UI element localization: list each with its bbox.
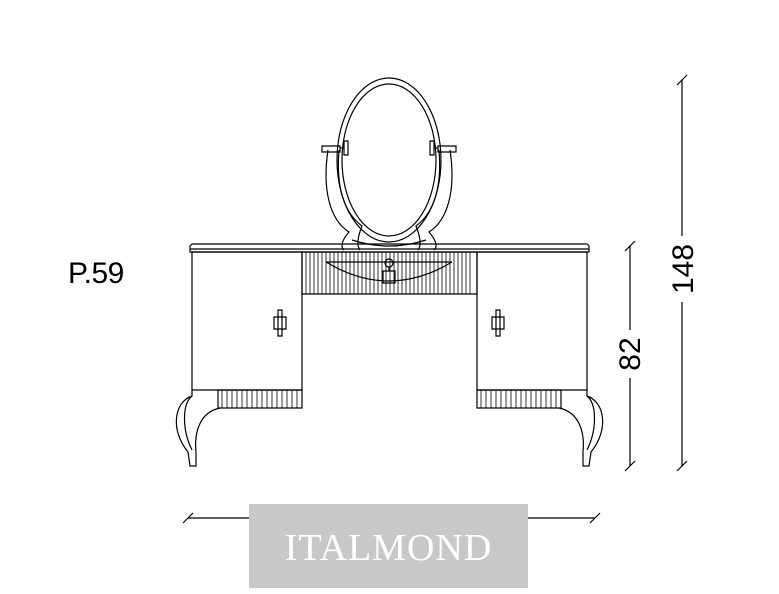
watermark-box: ITALMOND bbox=[249, 504, 528, 588]
left-pedestal bbox=[192, 252, 302, 408]
table-height-label: 82 bbox=[614, 337, 647, 370]
total-height-label: 148 bbox=[667, 244, 700, 294]
right-door-handle bbox=[492, 310, 504, 336]
right-pedestal bbox=[477, 252, 587, 408]
table-top bbox=[190, 244, 589, 252]
left-leg bbox=[176, 390, 220, 466]
left-door-handle bbox=[274, 310, 286, 336]
table-height-dimension bbox=[625, 241, 635, 471]
watermark-text: ITALMOND bbox=[284, 527, 493, 569]
center-drawer bbox=[302, 252, 477, 294]
product-code: P.59 bbox=[68, 257, 124, 290]
mirror bbox=[322, 78, 456, 250]
total-height-dimension bbox=[677, 75, 687, 471]
right-leg bbox=[559, 390, 603, 466]
